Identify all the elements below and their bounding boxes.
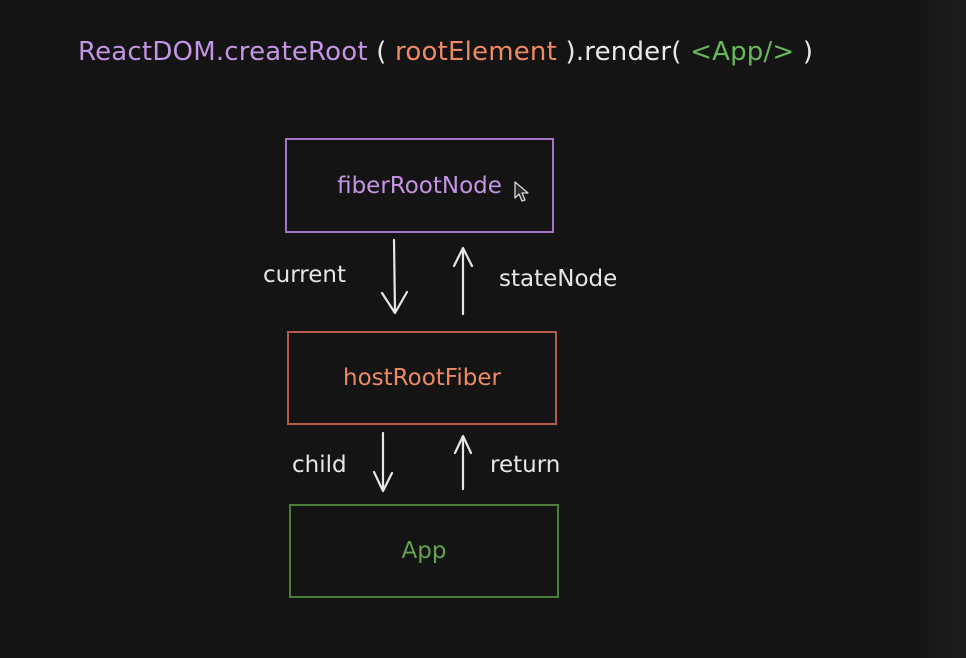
fiber-root-node-box: fiberRootNode bbox=[285, 138, 554, 233]
fiber-root-node-label: fiberRootNode bbox=[337, 172, 502, 199]
code-jsx: <App/> bbox=[690, 37, 795, 67]
code-line: ReactDOM.createRoot ( rootElement ).rend… bbox=[78, 34, 813, 70]
edge-label-current: current bbox=[263, 262, 346, 288]
code-fn: ReactDOM.createRoot bbox=[78, 37, 368, 67]
host-root-fiber-label: hostRootFiber bbox=[343, 365, 501, 391]
host-root-fiber-box: hostRootFiber bbox=[287, 331, 557, 425]
code-close-paren: ) bbox=[794, 37, 814, 67]
app-label: App bbox=[401, 538, 447, 564]
code-render-call: ).render( bbox=[557, 37, 691, 67]
mouse-cursor-icon bbox=[514, 181, 529, 202]
code-open-paren: ( bbox=[367, 37, 396, 67]
code-arg: rootElement bbox=[395, 37, 558, 67]
edge-label-return: return bbox=[490, 452, 561, 478]
app-box: App bbox=[289, 504, 559, 598]
window-edge bbox=[918, 0, 966, 658]
edge-label-state-node: stateNode bbox=[499, 266, 618, 292]
edge-label-child: child bbox=[292, 452, 347, 478]
